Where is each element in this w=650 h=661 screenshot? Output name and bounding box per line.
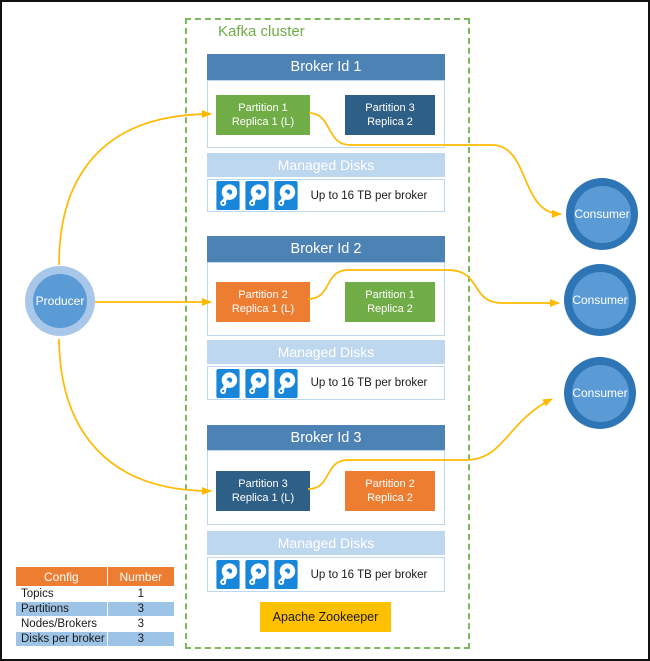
- partition-label: Partition 1: [238, 101, 288, 114]
- disk-row: Up to 16 TB per broker: [207, 557, 445, 592]
- consumer-node-2: Consumer: [564, 264, 636, 336]
- partition-box: Partition 2 Replica 2: [345, 471, 435, 511]
- disk-capacity-label: Up to 16 TB per broker: [310, 568, 428, 581]
- partition-box: Partition 2 Replica 1 (L): [216, 282, 310, 322]
- broker-2-body: Partition 2 Replica 1 (L) Partition 1 Re…: [207, 262, 445, 336]
- producer-label: Producer: [33, 274, 87, 328]
- partition-label: Partition 2: [238, 288, 288, 301]
- managed-disk-icon: [274, 368, 298, 398]
- managed-disk-icon: [216, 368, 240, 398]
- partition-box: Partition 3 Replica 2: [345, 95, 435, 135]
- managed-disk-icon: [274, 560, 298, 589]
- replica-label: Replica 1 (L): [231, 492, 295, 504]
- table-row: Nodes/Brokers 3: [15, 616, 176, 632]
- broker-1-header: Broker Id 1: [207, 54, 445, 80]
- number-header-cell: Number: [106, 566, 176, 587]
- managed-disk-icon: [274, 181, 298, 210]
- replica-label: Replica 2: [367, 492, 413, 504]
- consumer-label: Consumer: [573, 185, 631, 243]
- managed-disk-icon: [216, 181, 240, 210]
- replica-label: Replica 1 (L): [231, 116, 295, 128]
- disk-capacity-label: Up to 16 TB per broker: [310, 189, 428, 202]
- replica-label: Replica 1 (L): [231, 303, 295, 315]
- disk-icons: [216, 368, 298, 398]
- config-value: 3: [106, 631, 176, 647]
- managed-disks-bar: Managed Disks: [207, 153, 445, 177]
- table-row: Topics 1: [15, 586, 176, 602]
- config-header-cell: Config: [15, 566, 108, 587]
- config-label: Topics: [15, 586, 108, 602]
- partition-label: Partition 3: [365, 101, 415, 114]
- table-row: Disks per broker 3: [15, 631, 176, 647]
- disk-row: Up to 16 TB per broker: [207, 179, 445, 212]
- zookeeper-box: Apache Zookeeper: [260, 602, 391, 632]
- managed-disk-icon: [216, 560, 240, 589]
- disk-row: Up to 16 TB per broker: [207, 366, 445, 400]
- partition-label: Partition 3: [238, 477, 288, 490]
- config-value: 1: [106, 586, 176, 602]
- partition-label: Partition 1: [365, 288, 415, 301]
- table-row: Partitions 3: [15, 601, 176, 617]
- replica-label: Replica 2: [367, 116, 413, 128]
- config-label: Partitions: [15, 601, 108, 617]
- broker-3-body: Partition 3 Replica 1 (L) Partition 2 Re…: [207, 450, 445, 525]
- config-label: Disks per broker: [15, 631, 108, 647]
- consumer-node-1: Consumer: [566, 178, 638, 250]
- consumer-label: Consumer: [571, 364, 629, 422]
- kafka-cluster-label: Kafka cluster: [218, 23, 305, 40]
- broker-2-header: Broker Id 2: [207, 236, 445, 262]
- managed-disk-icon: [245, 181, 269, 210]
- replica-label: Replica 2: [367, 303, 413, 315]
- config-table: Config Number Topics 1 Partitions 3 Node…: [15, 566, 176, 647]
- managed-disk-icon: [245, 560, 269, 589]
- config-label: Nodes/Brokers: [15, 616, 108, 632]
- disk-capacity-label: Up to 16 TB per broker: [310, 377, 428, 389]
- config-value: 3: [106, 616, 176, 632]
- partition-box: Partition 3 Replica 1 (L): [216, 471, 310, 511]
- partition-box: Partition 1 Replica 1 (L): [216, 95, 310, 135]
- managed-disk-icon: [245, 368, 269, 398]
- disk-icons: [216, 181, 298, 210]
- disk-icons: [216, 560, 298, 589]
- config-table-header: Config Number: [15, 566, 176, 587]
- broker-1-body: Partition 1 Replica 1 (L) Partition 3 Re…: [207, 80, 445, 148]
- config-value: 3: [106, 601, 176, 617]
- consumer-node-3: Consumer: [564, 357, 636, 429]
- partition-box: Partition 1 Replica 2: [345, 282, 435, 322]
- producer-node: Producer: [25, 266, 95, 336]
- managed-disks-bar: Managed Disks: [207, 340, 445, 364]
- partition-label: Partition 2: [365, 477, 415, 490]
- kafka-cluster-boundary: [185, 18, 470, 649]
- managed-disks-bar: Managed Disks: [207, 531, 445, 555]
- broker-3-header: Broker Id 3: [207, 425, 445, 450]
- consumer-label: Consumer: [571, 271, 629, 329]
